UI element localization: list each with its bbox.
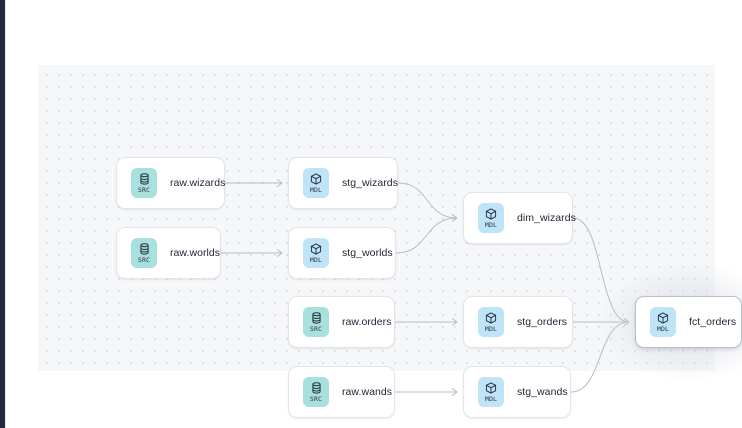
database-icon [139, 173, 150, 185]
node-label: raw.wands [342, 386, 393, 398]
lineage-node-stg_wands[interactable]: MDL stg_wands [463, 366, 571, 418]
node-type-text: MDL [484, 324, 498, 333]
lineage-node-raw_worlds[interactable]: SRC raw.worlds [116, 227, 221, 279]
node-type-text: MDL [309, 185, 323, 194]
node-label: raw.wizards [170, 177, 226, 189]
cube-icon [310, 243, 322, 255]
node-type-badge-mdl: MDL [303, 238, 329, 268]
node-type-badge-mdl: MDL [650, 307, 676, 337]
node-type-text: SRC [137, 185, 151, 194]
lineage-node-raw_wizards[interactable]: SRC raw.wizards [116, 157, 225, 209]
node-type-text: SRC [309, 394, 323, 403]
node-type-text: MDL [484, 220, 498, 229]
database-icon [311, 312, 322, 324]
app-sidebar-rail [0, 0, 5, 428]
cube-icon [657, 312, 669, 324]
node-type-badge-mdl: MDL [478, 203, 504, 233]
node-label: stg_orders [517, 316, 568, 328]
node-type-text: MDL [484, 394, 498, 403]
cube-icon [485, 382, 497, 394]
node-type-text: MDL [309, 255, 323, 264]
lineage-node-raw_wands[interactable]: SRC raw.wands [288, 366, 395, 418]
lineage-edge-stg_worlds-to-dim_wizards [395, 217, 458, 254]
node-type-text: MDL [656, 324, 670, 333]
database-icon [139, 243, 150, 255]
node-label: stg_worlds [342, 247, 393, 259]
database-icon [311, 382, 322, 394]
edge-arrowhead [276, 249, 283, 257]
lineage-node-raw_orders[interactable]: SRC raw.orders [288, 296, 395, 348]
node-type-text: SRC [137, 255, 151, 264]
node-label: fct_orders [689, 316, 737, 328]
cube-icon [310, 173, 322, 185]
node-type-badge-src: SRC [131, 238, 157, 268]
node-type-badge-mdl: MDL [478, 377, 504, 407]
edge-arrowhead [451, 214, 458, 222]
edge-arrowhead [451, 388, 458, 396]
lineage-node-stg_wizards[interactable]: MDL stg_wizards [288, 157, 398, 209]
lineage-node-stg_worlds[interactable]: MDL stg_worlds [288, 227, 396, 279]
node-label: stg_wizards [342, 177, 398, 189]
node-label: stg_wands [517, 386, 568, 398]
lineage-node-stg_orders[interactable]: MDL stg_orders [463, 296, 573, 348]
node-type-badge-mdl: MDL [303, 168, 329, 198]
node-label: raw.worlds [170, 247, 221, 259]
node-type-text: SRC [309, 324, 323, 333]
lineage-node-fct_orders[interactable]: MDL fct_orders [635, 296, 742, 348]
edge-arrowhead [451, 318, 458, 326]
cube-icon [485, 312, 497, 324]
node-type-badge-mdl: MDL [478, 307, 504, 337]
lineage-edge-dim_wizards-to-fct_orders [572, 217, 630, 323]
lineage-node-dim_wizards[interactable]: MDL dim_wizards [463, 192, 576, 244]
node-label: raw.orders [342, 316, 392, 328]
node-type-badge-src: SRC [303, 377, 329, 407]
node-label: dim_wizards [517, 212, 576, 224]
lineage-edge-stg_wizards-to-dim_wizards [397, 182, 458, 219]
sidebar-divider [5, 0, 6, 428]
node-type-badge-src: SRC [131, 168, 157, 198]
node-type-badge-src: SRC [303, 307, 329, 337]
edge-arrowhead [276, 179, 283, 187]
cube-icon [485, 208, 497, 220]
lineage-edge-stg_wands-to-fct_orders [570, 321, 630, 393]
